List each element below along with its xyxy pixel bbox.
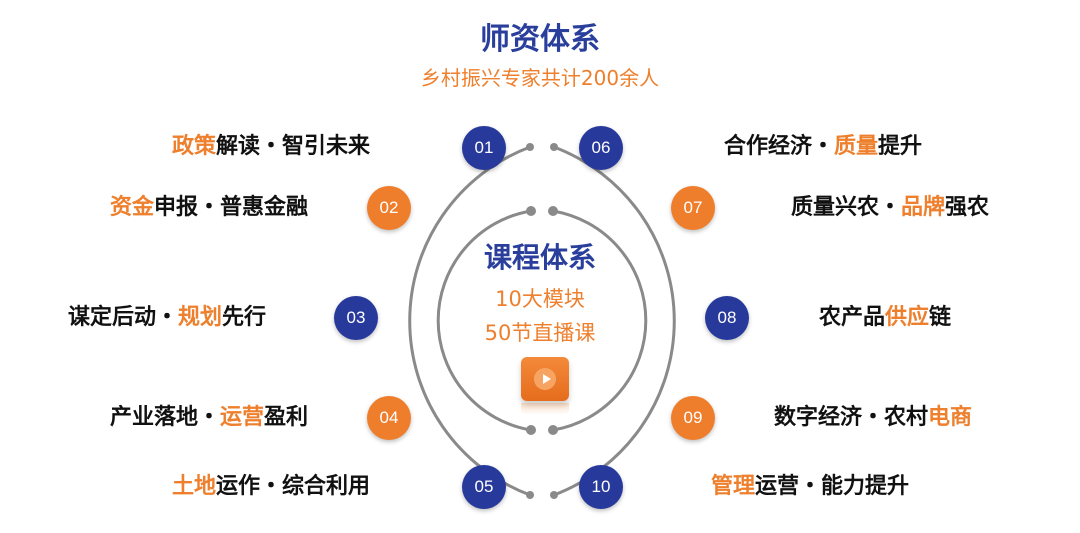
- inner-bottom-dot-right: [548, 425, 558, 435]
- outer-ring-right-arc: [553, 145, 676, 497]
- module-label-01: 政策解读・智引未来: [171, 134, 370, 159]
- outer-top-dot-left: [526, 143, 534, 151]
- module-label-08: 农产品供应链: [819, 305, 952, 330]
- module-badge-09: 09: [671, 396, 715, 440]
- inner-ring-left-arc: [436, 209, 532, 432]
- center-title: 课程体系: [483, 241, 596, 274]
- module-badge-07: 07: [671, 186, 715, 230]
- module-badge-05: 05: [462, 465, 506, 509]
- module-label-03: 谋定后动・规划先行: [67, 305, 266, 330]
- outer-bottom-dot-left: [526, 491, 534, 499]
- play-icon-triangle: [543, 374, 551, 384]
- module-badge-04: 04: [367, 396, 411, 440]
- module-badge-10: 10: [579, 465, 623, 509]
- inner-bottom-dot-left: [526, 425, 536, 435]
- module-label-06: 合作经济・质量提升: [724, 134, 923, 159]
- module-badge-02: 02: [367, 186, 411, 230]
- outer-top-dot-right: [550, 143, 558, 151]
- page-title: 师资体系: [480, 22, 600, 57]
- module-label-02: 资金申报・普惠金融: [109, 195, 308, 220]
- play-icon-reflection: [521, 403, 569, 415]
- module-badge-08: 08: [705, 296, 749, 340]
- inner-top-dot-right: [548, 206, 558, 216]
- outer-bottom-dot-right: [550, 491, 558, 499]
- inner-top-dot-left: [526, 206, 536, 216]
- module-label-09: 数字经济・农村电商: [774, 405, 973, 430]
- module-badge-01: 01: [462, 126, 506, 170]
- center-line-courses: 50节直播课: [484, 321, 596, 345]
- module-label-05: 土地运作・综合利用: [171, 474, 370, 499]
- page-subtitle: 乡村振兴专家共计200余人: [420, 66, 660, 90]
- module-badge-06: 06: [579, 126, 623, 170]
- outer-ring-left-arc: [408, 145, 531, 497]
- center-line-modules: 10大模块: [495, 287, 585, 311]
- module-label-04: 产业落地・运营盈利: [109, 405, 308, 430]
- module-label-07: 质量兴农・品牌强农: [791, 195, 990, 220]
- play-icon: [521, 357, 569, 415]
- inner-ring-right-arc: [552, 209, 648, 432]
- module-badge-03: 03: [334, 296, 378, 340]
- module-label-10: 管理运营・能力提升: [711, 474, 910, 499]
